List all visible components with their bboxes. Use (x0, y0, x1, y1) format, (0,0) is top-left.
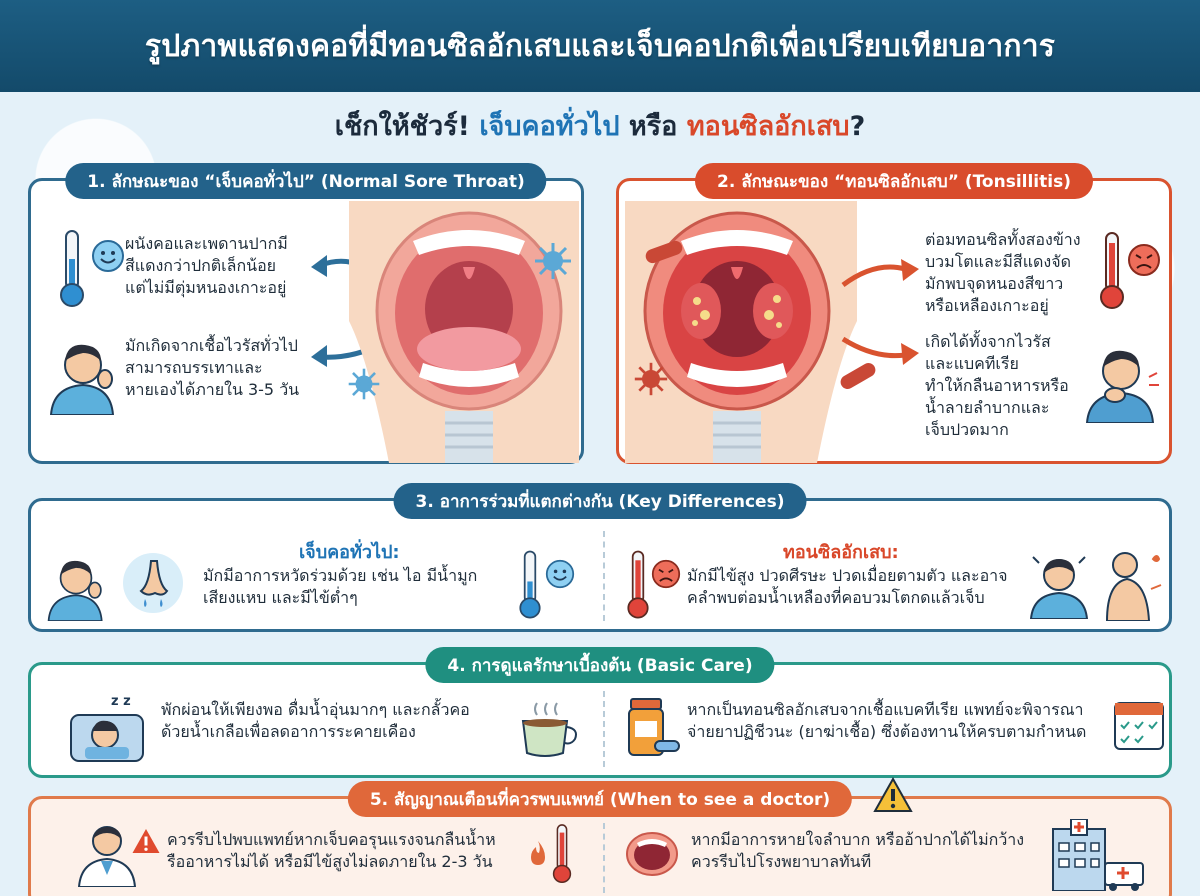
arrow-right-icon (839, 331, 923, 371)
section1-title: 1. ลักษณะของ “เจ็บคอทั่วไป” (Normal Sore… (65, 163, 547, 199)
header-bar: รูปภาพแสดงคอที่มีทอนซิลอักเสบและเจ็บคอปก… (0, 0, 1200, 92)
section-basic-care: 4. การดูแลรักษาเบื้องต้น (Basic Care) z … (28, 647, 1172, 778)
section1-point2: มักเกิดจากเชื้อไวรัสทั่วไป สามารถบรรเทาแ… (125, 336, 300, 399)
thermometer-icon (55, 229, 89, 309)
section5-title: 5. สัญญาณเตือนที่ควรพบแพทย์ (When to see… (347, 781, 853, 817)
normal-differences-text: มักมีอาการหวัดร่วมด้วย เช่น ไอ มีน้ำมูก … (203, 566, 478, 607)
thermometer-icon (515, 549, 545, 621)
bacteria-icon (835, 361, 881, 391)
body-ache-icon (1101, 549, 1165, 621)
page-title: รูปภาพแสดงคอที่มีทอนซิลอักเสบและเจ็บคอปก… (144, 28, 1056, 64)
bacteria-icon (641, 237, 687, 267)
column-divider (603, 691, 605, 767)
calendar-icon (1113, 695, 1165, 751)
virus-icon (347, 367, 381, 401)
tonsil-label: ทอนซิลอักเสบ: (783, 542, 899, 563)
normal-throat-illustration (349, 201, 579, 463)
virus-icon (633, 361, 669, 397)
thermometer-hot-icon (623, 549, 653, 621)
page-subtitle: เช็กให้ชัวร์! เจ็บคอทั่วไป หรือ ทอนซิลอั… (0, 104, 1200, 147)
alert-icon (131, 827, 161, 855)
section2-point1: ต่อมทอนซิลทั้งสองข้าง บวมโตและมีสีแดงจัด… (925, 230, 1081, 315)
doctor-warning-right-text: หากมีอาการหายใจลำบาก หรืออ้าปากได้ไม่กว้… (691, 830, 1025, 871)
sick-face-icon (1127, 243, 1161, 277)
column-divider (603, 823, 605, 893)
section1-point1: ผนังคอและเพดานปากมี สีแดงกว่าปกติเล็กน้อ… (125, 234, 288, 297)
smiley-face-icon (91, 239, 125, 273)
sick-face-icon (651, 559, 681, 589)
virus-icon (533, 241, 573, 281)
sleeping-person-icon: z z (67, 691, 147, 767)
section-normal-sore-throat: 1. ลักษณะของ “เจ็บคอทั่วไป” (Normal Sore… (28, 163, 584, 464)
hospital-icon (1049, 819, 1145, 891)
basic-care-right-text: หากเป็นทอนซิลอักเสบจากเชื้อแบคทีเรีย แพท… (687, 700, 1087, 741)
section3-title: 3. อาการร่วมที่แตกต่างกัน (Key Differenc… (393, 483, 807, 519)
normal-label: เจ็บคอทั่วไป: (299, 542, 400, 563)
person-sore-throat-icon (1081, 337, 1161, 423)
doctor-icon (75, 821, 139, 887)
basic-care-left-text: พักผ่อนให้เพียงพอ ดื่มน้ำอุ่นมากๆ และกลั… (161, 700, 470, 741)
medicine-icon (625, 695, 681, 759)
subtitle-normal: เจ็บคอทั่วไป (479, 111, 620, 142)
tonsillitis-throat-illustration (625, 201, 857, 463)
arrow-right-icon (839, 251, 923, 291)
section-key-differences: 3. อาการร่วมที่แตกต่างกัน (Key Differenc… (28, 483, 1172, 632)
subtitle-suffix: ? (849, 111, 866, 142)
column-divider (603, 531, 605, 621)
open-mouth-icon (625, 831, 679, 877)
section-tonsillitis: 2. ลักษณะของ “ทอนซิลอักเสบ” (Tonsillitis… (616, 163, 1172, 464)
section2-title: 2. ลักษณะของ “ทอนซิลอักเสบ” (Tonsillitis… (695, 163, 1093, 199)
runny-nose-icon (121, 551, 185, 615)
tonsil-differences-text: มักมีไข้สูง ปวดศีรษะ ปวดเมื่อยตามตัว และ… (687, 566, 1008, 607)
person-coughing-icon (43, 331, 123, 415)
person-coughing-icon (41, 549, 111, 621)
sleep-zz-text: z z (111, 694, 131, 709)
person-headache-icon (1027, 547, 1091, 619)
subtitle-tonsil: ทอนซิลอักเสบ (686, 111, 850, 142)
subtitle-prefix: เช็กให้ชัวร์! (334, 111, 480, 142)
thermometer-hot-icon (1095, 231, 1129, 311)
smiley-face-icon (545, 559, 575, 589)
fire-icon (527, 839, 549, 867)
section2-point2: เกิดได้ทั้งจากไวรัส และแบคทีเรีย ทำให้กล… (925, 332, 1069, 439)
section4-title: 4. การดูแลรักษาเบื้องต้น (Basic Care) (425, 647, 775, 683)
subtitle-middle: หรือ (619, 111, 687, 142)
doctor-warning-left-text: ควรรีบไปพบแพทย์หากเจ็บคอรุนแรงจนกลืนน้ำห… (167, 830, 496, 871)
section-when-to-see-doctor: 5. สัญญาณเตือนที่ควรพบแพทย์ (When to see… (28, 777, 1172, 896)
warning-icon (873, 777, 913, 813)
warm-drink-icon (517, 699, 581, 759)
thermometer-hot-icon (549, 823, 575, 885)
